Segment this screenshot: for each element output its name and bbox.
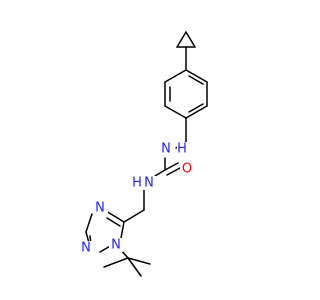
- svg-text:O: O: [182, 162, 192, 177]
- c-o-double-bond-1: [164, 162, 179, 171]
- ch2-triazole-bond: [123, 209, 145, 223]
- benzene-ring: [164, 69, 208, 119]
- atom-n-triazole-left: N: [79, 241, 93, 256]
- molecule-structure: N H O H N N N N: [79, 31, 208, 277]
- svg-text:N: N: [111, 238, 121, 253]
- cyclopropyl-ring: [176, 31, 196, 48]
- atom-n-triazole-lower: N: [109, 238, 123, 253]
- tert-butyl-group: [103, 249, 151, 277]
- svg-text:N: N: [95, 201, 105, 216]
- c-o-double-bond-2: [166, 167, 181, 176]
- atom-n-urea-top: N H: [159, 142, 187, 157]
- triazole-ring: [85, 210, 125, 253]
- svg-text:H: H: [177, 142, 187, 157]
- svg-text:N: N: [161, 142, 171, 157]
- svg-text:H: H: [132, 176, 142, 191]
- carbonyl-c-n-bond: [154, 169, 166, 177]
- atom-o-carbonyl: O: [180, 162, 194, 177]
- atom-n-urea-bottom: H N: [132, 176, 157, 191]
- atom-n-triazole-upper: N: [94, 201, 108, 216]
- svg-text:N: N: [81, 241, 91, 256]
- svg-text:N: N: [144, 176, 154, 191]
